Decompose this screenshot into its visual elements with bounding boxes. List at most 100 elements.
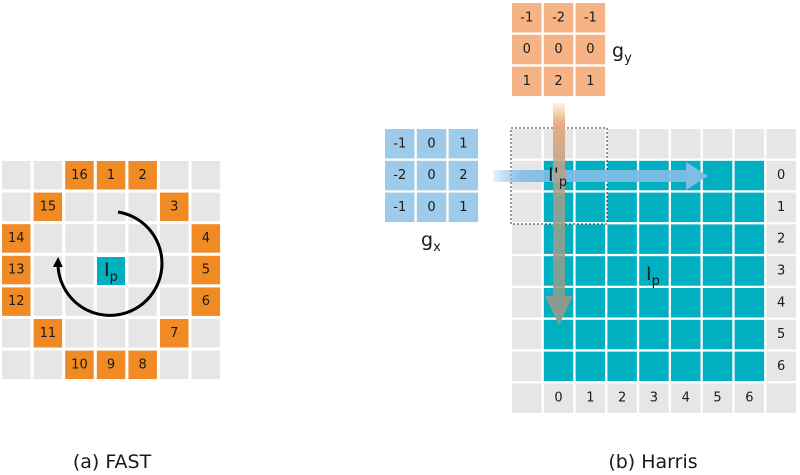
padding-cell xyxy=(702,129,733,159)
grid-cell xyxy=(65,224,94,253)
image-pixel xyxy=(639,224,669,254)
padding-cell xyxy=(766,288,796,318)
row-label: 3 xyxy=(777,263,785,278)
kernel-value: 2 xyxy=(554,74,562,89)
gy-label: gy xyxy=(612,40,632,66)
padding-cell xyxy=(512,351,542,382)
harris-region-label: Ip xyxy=(646,263,660,289)
ring-label: 11 xyxy=(40,326,57,341)
padding-cell xyxy=(607,383,637,413)
padding-cell xyxy=(766,224,796,254)
kernel-value: -1 xyxy=(520,10,533,25)
image-pixel xyxy=(702,160,733,191)
image-pixel xyxy=(575,288,606,318)
col-label: 3 xyxy=(650,391,658,406)
image-pixel xyxy=(639,256,669,286)
ring-label: 13 xyxy=(8,263,25,278)
padding-cell xyxy=(543,383,574,413)
ring-pixel xyxy=(65,350,94,380)
kernel-cell xyxy=(543,66,574,97)
grid-cell xyxy=(128,224,157,253)
ring-pixel xyxy=(2,287,31,316)
padding-cell xyxy=(734,129,765,159)
grid-cell xyxy=(191,161,221,190)
kernel-value: 0 xyxy=(427,168,435,183)
svg-text:Ip: Ip xyxy=(104,259,118,285)
grid-cell xyxy=(766,383,796,413)
col-label: 0 xyxy=(554,391,562,406)
grid-cell xyxy=(160,161,189,190)
grid-cell xyxy=(33,350,63,380)
ring-pixel xyxy=(2,224,31,253)
kernel-value: -1 xyxy=(393,136,406,151)
padding-cell xyxy=(671,383,701,413)
kernel-cell xyxy=(448,129,479,159)
image-pixel xyxy=(607,192,637,223)
ring-label: 2 xyxy=(139,168,147,183)
gy-sweep-arrow xyxy=(545,103,573,325)
kernel-cell xyxy=(512,66,542,97)
ring-label: 15 xyxy=(40,199,57,214)
padding-cell xyxy=(512,224,542,254)
image-pixel xyxy=(702,224,733,254)
grid-cell xyxy=(191,350,221,380)
padding-cell xyxy=(639,383,669,413)
padding-cell xyxy=(575,129,606,159)
image-pixel xyxy=(734,256,765,286)
ring-label: 8 xyxy=(139,357,147,372)
ring-pixel xyxy=(2,255,31,285)
image-pixel xyxy=(734,160,765,191)
kernel-cell xyxy=(416,129,447,159)
padding-cell xyxy=(766,319,796,350)
padding-cell xyxy=(512,192,542,223)
kernel-position-label: I'p xyxy=(548,164,567,190)
ring-label: 9 xyxy=(107,357,115,372)
image-pixel xyxy=(543,351,574,382)
kernel-cell xyxy=(448,192,479,223)
padding-cell xyxy=(671,129,701,159)
padding-cell xyxy=(766,129,796,159)
ring-pixel xyxy=(65,161,94,190)
image-pixel xyxy=(575,319,606,350)
image-pixel xyxy=(639,288,669,318)
ring-pixel xyxy=(96,161,126,190)
gx-label: gx xyxy=(421,229,441,255)
kernel-cell xyxy=(385,129,415,159)
kernel-value: 0 xyxy=(554,42,562,57)
image-pixel xyxy=(607,288,637,318)
padding-cell xyxy=(512,319,542,350)
grid-cell xyxy=(96,224,126,253)
kernel-cell xyxy=(575,34,606,65)
ring-pixel xyxy=(33,319,63,348)
image-pixel xyxy=(734,192,765,223)
padding-cell xyxy=(512,256,542,286)
ring-label: 14 xyxy=(8,231,25,246)
row-label: 6 xyxy=(777,359,785,374)
grid-cell xyxy=(2,192,31,222)
grid-cell xyxy=(65,192,94,222)
col-label: 2 xyxy=(618,391,626,406)
padding-cell xyxy=(766,256,796,286)
image-pixel xyxy=(671,256,701,286)
grid-cell xyxy=(128,255,157,285)
ring-pixel xyxy=(160,319,189,348)
col-label: 6 xyxy=(745,391,753,406)
image-pixel xyxy=(639,319,669,350)
grid-cell xyxy=(2,319,31,348)
image-pixel xyxy=(639,351,669,382)
image-pixel xyxy=(671,288,701,318)
harris-caption: (b) Harris xyxy=(608,451,697,473)
ring-pixel xyxy=(191,224,221,253)
kernel-value: -1 xyxy=(393,200,406,215)
harris-image-grid xyxy=(512,129,796,413)
row-label: 4 xyxy=(777,295,785,310)
row-label: 0 xyxy=(777,168,785,183)
kernel-cell xyxy=(543,34,574,65)
image-pixel xyxy=(734,351,765,382)
padding-cell xyxy=(766,160,796,191)
ring-label: 16 xyxy=(71,168,88,183)
